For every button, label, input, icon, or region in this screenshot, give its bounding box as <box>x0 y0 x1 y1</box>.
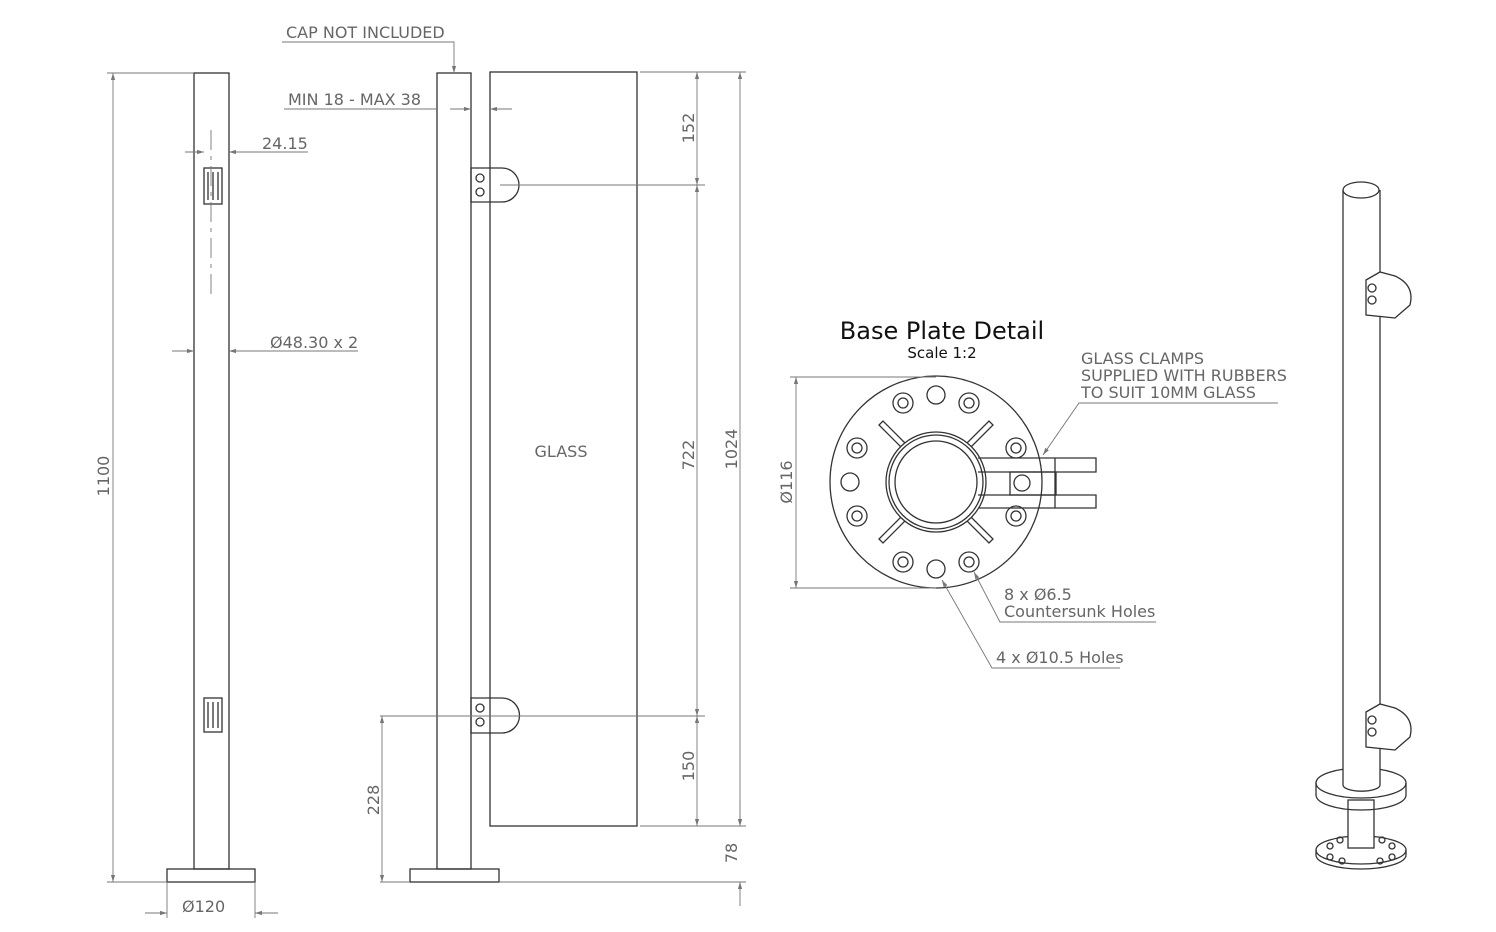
iso-upper-clamp <box>1365 271 1412 319</box>
base-plate-detail: Base Plate Detail Scale 1:2 <box>777 317 1287 669</box>
countersunk-note-line-1: 8 x Ø6.5 <box>1004 585 1072 604</box>
dim-bottom: 150 <box>679 751 698 782</box>
detail-title: Base Plate Detail <box>840 317 1044 345</box>
upper-clamp <box>470 167 520 203</box>
isometric-post-view <box>1315 181 1412 870</box>
dim-diameter: Ø116 <box>777 460 796 503</box>
upper-clamp-side <box>203 167 223 205</box>
iso-lower-clamp <box>1365 703 1412 751</box>
dim-clamp-offset: 24.15 <box>262 134 308 153</box>
base-plate <box>166 868 256 883</box>
countersunk-note-line-2: Countersunk Holes <box>1004 602 1155 621</box>
dim-floor-gap: 78 <box>722 843 741 863</box>
clamp-note-line-3: TO SUIT 10MM GLASS <box>1080 383 1256 402</box>
clamp-top-view <box>978 457 1097 509</box>
holes-note: 4 x Ø10.5 Holes <box>996 648 1124 667</box>
lower-clamp-side <box>203 697 223 733</box>
dim-base: Ø120 <box>182 897 225 916</box>
dim-glass-height: 1024 <box>722 429 741 470</box>
clamp-note-line-2: SUPPLIED WITH RUBBERS <box>1081 366 1287 385</box>
glass-panel <box>489 71 638 827</box>
plain-holes <box>840 385 946 579</box>
dim-lower-clamp: 228 <box>364 785 383 816</box>
gap-note: MIN 18 - MAX 38 <box>288 90 421 109</box>
countersunk-holes <box>846 392 1027 573</box>
iso-tube-top <box>1342 181 1380 199</box>
lower-clamp <box>470 697 521 734</box>
dim-middle: 722 <box>679 440 698 471</box>
front-view: GLASS CAP NOT INCLUDED MIN 18 - MAX 38 1 <box>282 23 746 906</box>
clamp-note-line-1: GLASS CLAMPS <box>1081 349 1204 368</box>
side-view: 1100 24.15 Ø48.30 x 2 Ø120 <box>94 72 358 918</box>
dim-top: 152 <box>679 113 698 144</box>
detail-scale: Scale 1:2 <box>907 344 976 362</box>
base-plate <box>409 868 500 883</box>
post-tube <box>193 72 230 870</box>
post-tube <box>436 72 472 870</box>
glass-label: GLASS <box>535 442 588 461</box>
cap-note: CAP NOT INCLUDED <box>286 23 445 42</box>
dim-height: 1100 <box>94 456 113 497</box>
dim-tube: Ø48.30 x 2 <box>270 333 358 352</box>
